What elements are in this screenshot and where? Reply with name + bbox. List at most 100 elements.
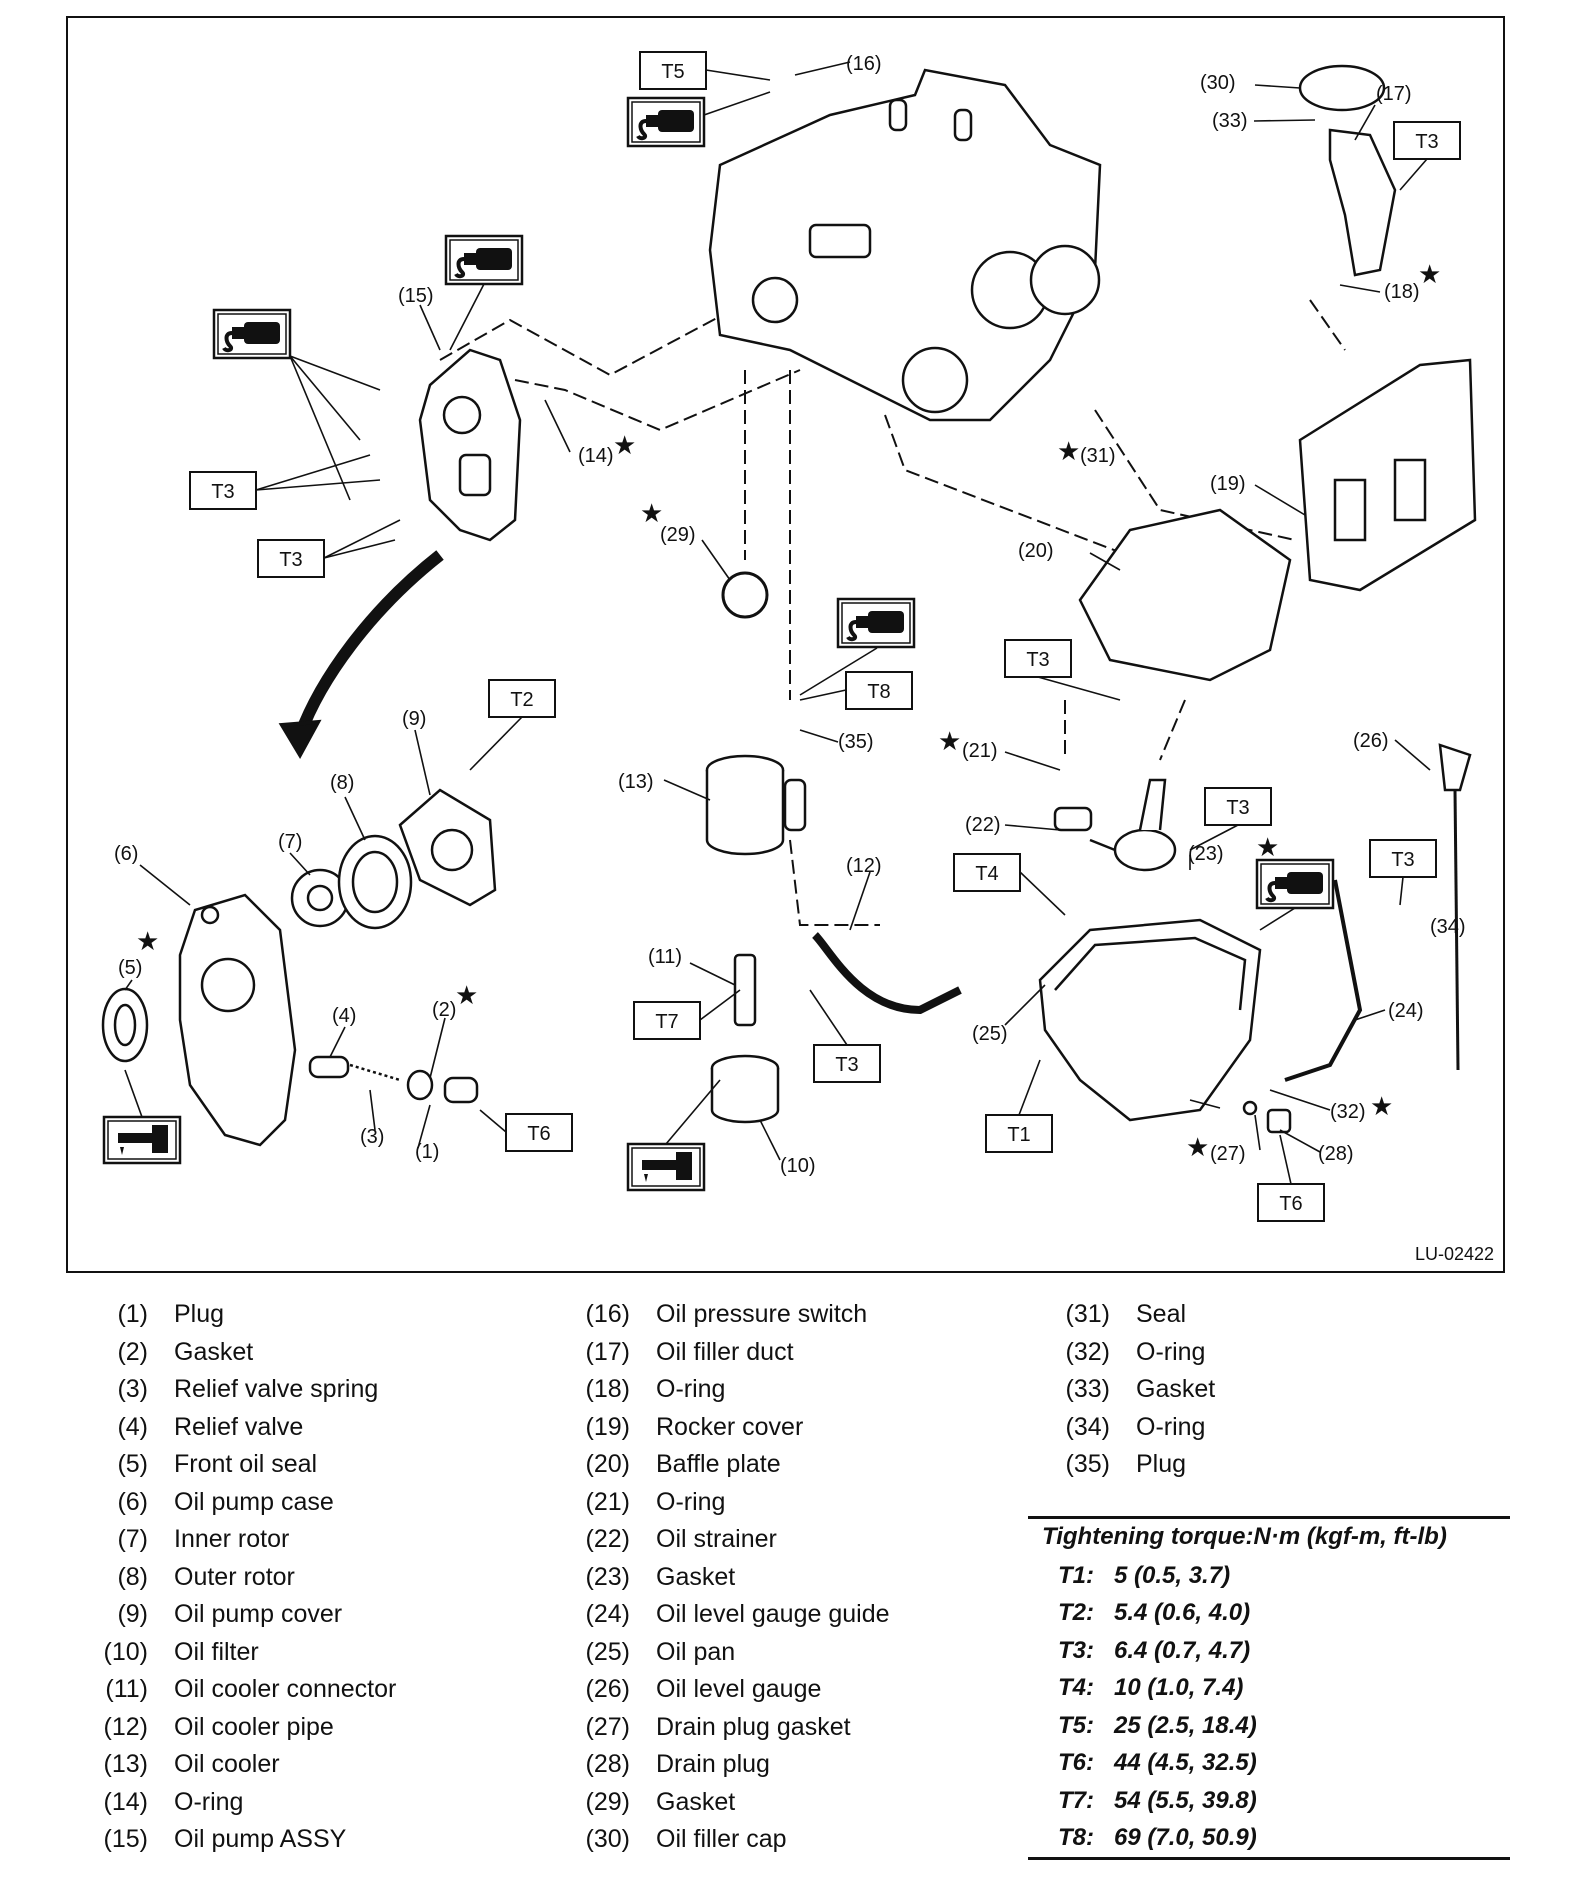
callout-11: (11) xyxy=(648,946,682,968)
star-icon: ★ xyxy=(938,727,961,757)
callout-18: (18) xyxy=(1384,281,1420,303)
oil-pump-assy xyxy=(418,348,522,542)
star-icon: ★ xyxy=(640,499,663,529)
star-icon: ★ xyxy=(1418,260,1441,290)
callout-26: (26) xyxy=(1353,730,1389,752)
callout-labels: (1) (2) (3) (4) (5) (6) (7) (8) (9) (10)… xyxy=(114,53,1466,1177)
callout-31: (31) xyxy=(1080,445,1116,467)
callout-21: (21) xyxy=(962,740,998,762)
callout-28: (28) xyxy=(1318,1143,1354,1165)
front-oil-seal xyxy=(101,987,149,1063)
torque-box-t4: T4 xyxy=(953,853,1021,892)
oil-pump-case xyxy=(178,893,297,1147)
rocker-cover xyxy=(1298,358,1477,592)
star-icon: ★ xyxy=(136,927,159,957)
callout-9: (9) xyxy=(402,708,426,730)
list-item: (6)Oil pump case xyxy=(117,1487,334,1516)
torque-box-t3: T3 xyxy=(257,539,325,578)
oil-cooler-pipe xyxy=(812,932,962,1015)
callout-1: (1) xyxy=(415,1141,439,1163)
torque-box-t6: T6 xyxy=(1257,1183,1325,1222)
torque-box-t2: T2 xyxy=(488,679,556,718)
callout-4: (4) xyxy=(332,1005,356,1027)
callout-20: (20) xyxy=(1018,540,1054,562)
diagram-frame xyxy=(66,16,1505,1273)
callout-19: (19) xyxy=(1210,473,1246,495)
star-icon: ★ xyxy=(1186,1133,1209,1163)
svg-text:T3: T3 xyxy=(279,549,302,571)
list-item: (2)Gasket xyxy=(117,1337,254,1366)
torque-box-t1: T1 xyxy=(985,1114,1053,1153)
torque-row: T2:5.4 (0.6, 4.0) xyxy=(1058,1599,1251,1627)
star-icon: ★ xyxy=(613,431,636,461)
callout-3: (3) xyxy=(360,1126,384,1148)
list-item: (21)O-ring xyxy=(585,1487,726,1516)
list-item: (3)Relief valve spring xyxy=(117,1375,379,1404)
svg-text:T5: T5 xyxy=(661,61,684,83)
svg-text:T3: T3 xyxy=(835,1054,858,1076)
star-icon: ★ xyxy=(1057,437,1080,467)
list-item: (1)Plug xyxy=(117,1300,225,1329)
gasket-29 xyxy=(721,571,769,619)
torque-box-t7: T7 xyxy=(633,1001,701,1040)
callout-24: (24) xyxy=(1388,1000,1424,1022)
baffle-plate xyxy=(1078,508,1292,682)
oil-can-icon xyxy=(626,1142,706,1192)
torque-row: T1:5 (0.5, 3.7) xyxy=(1058,1561,1231,1589)
oil-filler-cap xyxy=(1298,64,1386,112)
callout-16: (16) xyxy=(846,53,882,75)
drain-plug xyxy=(1242,1100,1292,1134)
oil-level-gauge-guide xyxy=(1284,879,1363,1082)
parts-column-3: (31)Seal (32)O-ring (33)Gasket (34)O-rin… xyxy=(1042,1296,1216,1484)
list-item: (22)Oil strainer xyxy=(585,1525,777,1554)
callout-32: (32) xyxy=(1330,1101,1366,1123)
svg-text:T6: T6 xyxy=(1279,1193,1302,1215)
svg-text:T3: T3 xyxy=(1226,797,1249,819)
oil-pan xyxy=(1038,918,1262,1122)
torque-box-t3: T3 xyxy=(1004,639,1072,678)
callout-15: (15) xyxy=(398,285,434,307)
oil-filler-duct xyxy=(1328,128,1397,277)
callout-5: (5) xyxy=(118,957,142,979)
oil-level-gauge xyxy=(1438,743,1472,1071)
list-item: (31)Seal xyxy=(1065,1300,1187,1329)
svg-text:T7: T7 xyxy=(655,1011,678,1033)
list-item: (8)Outer rotor xyxy=(117,1562,295,1591)
list-item: (32)O-ring xyxy=(1065,1337,1206,1366)
parts-column-1: (1)Plug (2)Gasket (3)Relief valve spring… xyxy=(80,1296,397,1859)
list-item: (15)Oil pump ASSY xyxy=(103,1825,347,1854)
torque-box-t6: T6 xyxy=(505,1113,573,1152)
callout-25: (25) xyxy=(972,1023,1008,1045)
list-item: (23)Gasket xyxy=(585,1562,736,1591)
torque-row: T5:25 (2.5, 18.4) xyxy=(1058,1711,1257,1739)
list-item: (35)Plug xyxy=(1065,1450,1187,1479)
torque-box-t3: T3 xyxy=(1204,787,1272,826)
svg-text:T4: T4 xyxy=(975,863,998,885)
sealant-icon xyxy=(1255,858,1335,910)
list-item: (9)Oil pump cover xyxy=(117,1600,343,1629)
callout-22: (22) xyxy=(965,814,1001,836)
callout-27: (27) xyxy=(1210,1143,1246,1165)
oil-cooler xyxy=(705,754,807,856)
list-item: (30)Oil filler cap xyxy=(585,1825,787,1854)
callout-7: (7) xyxy=(278,831,302,853)
figure-id: LU-02422 xyxy=(1415,1244,1494,1264)
list-item: (33)Gasket xyxy=(1065,1375,1216,1404)
star-icon: ★ xyxy=(1256,833,1279,863)
callout-2: (2) xyxy=(432,999,456,1021)
star-icon: ★ xyxy=(1370,1092,1393,1122)
torque-box-t3: T3 xyxy=(1369,839,1437,878)
oil-filter xyxy=(710,1054,780,1124)
sealant-icon xyxy=(444,234,524,286)
torque-row: T8:69 (7.0, 50.9) xyxy=(1028,1820,1510,1860)
list-item: (16)Oil pressure switch xyxy=(585,1300,868,1329)
svg-text:T3: T3 xyxy=(211,481,234,503)
list-item: (4)Relief valve xyxy=(117,1412,304,1441)
callout-12: (12) xyxy=(846,855,882,877)
list-item: (14)O-ring xyxy=(103,1787,244,1816)
callout-13: (13) xyxy=(618,771,654,793)
list-item: (20)Baffle plate xyxy=(585,1450,781,1479)
callout-10: (10) xyxy=(780,1155,816,1177)
callout-17: (17) xyxy=(1376,83,1412,105)
torque-row: T4:10 (1.0, 7.4) xyxy=(1058,1674,1244,1702)
